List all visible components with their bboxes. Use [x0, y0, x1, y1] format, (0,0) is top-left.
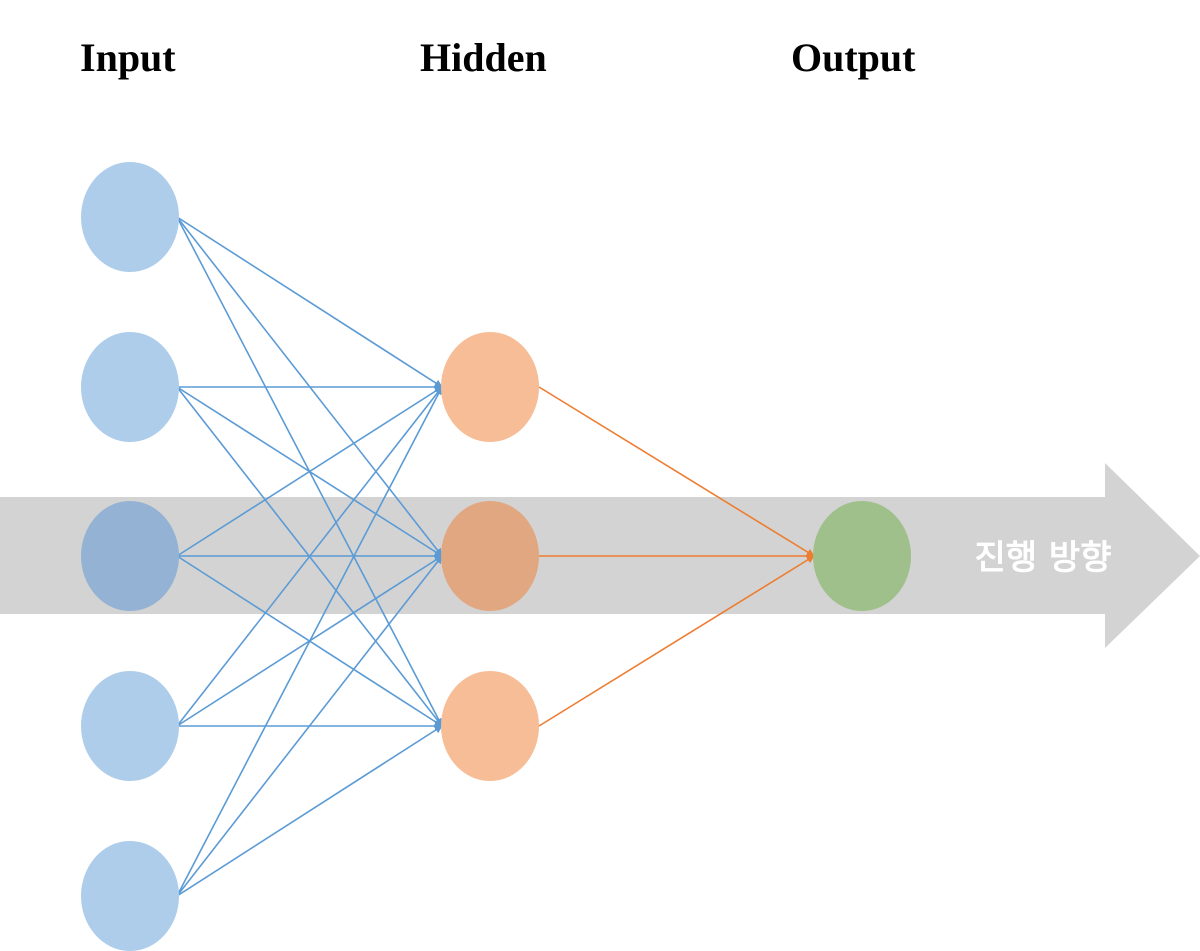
edge-input-5-hidden-3: [176, 725, 443, 897]
edge-hidden-1-output-1: [538, 386, 815, 557]
hidden-node-3: [441, 671, 539, 781]
input-node-4: [81, 671, 179, 781]
edge-hidden-3-output-1: [538, 555, 815, 727]
input-node-2: [81, 332, 179, 442]
direction-arrow-label: 진행 방향: [975, 538, 1112, 578]
input-node-1: [81, 162, 179, 272]
edge-input-5-hidden-1: [176, 386, 443, 897]
hidden-layer-title: Hidden: [420, 35, 547, 80]
input-layer-title: Input: [80, 35, 176, 80]
edge-input-1-hidden-1: [176, 216, 443, 388]
hidden-output-edges: [538, 386, 815, 727]
output-node-1: [813, 501, 911, 611]
hidden-node-1: [441, 332, 539, 442]
input-node-5: [81, 841, 179, 951]
edge-input-4-hidden-1: [176, 386, 443, 727]
output-layer-title: Output: [791, 35, 916, 80]
hidden-node-2: [441, 501, 539, 611]
input-node-3: [81, 501, 179, 611]
edge-input-3-hidden-1: [176, 386, 443, 557]
network-nodes: [81, 162, 911, 951]
input-hidden-edges: [176, 216, 443, 897]
edge-input-5-hidden-2: [176, 555, 443, 897]
